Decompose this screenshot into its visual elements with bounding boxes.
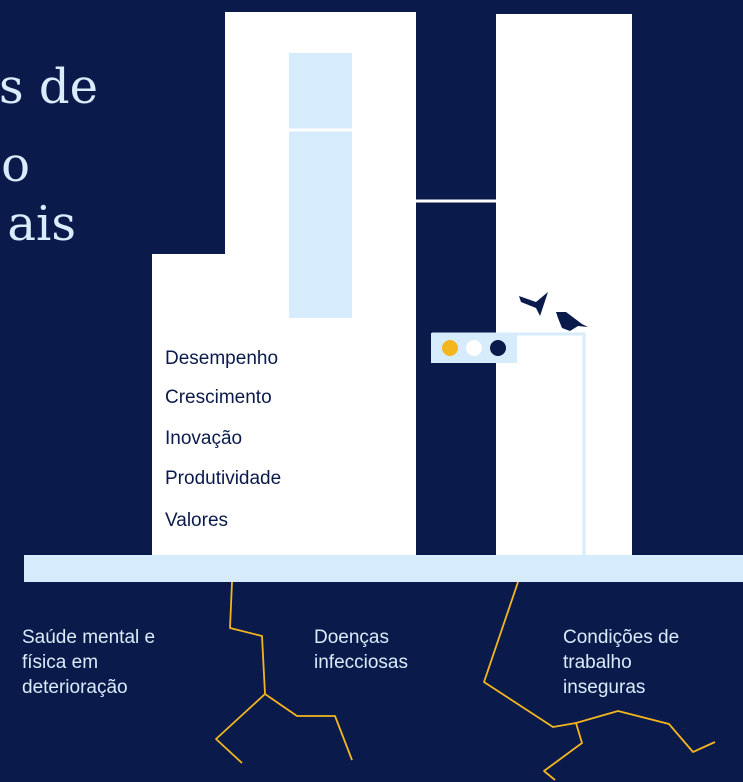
crack-right-branch <box>575 710 716 753</box>
risk-label-saude-line-1: Saúde mental e <box>22 627 156 648</box>
value-item-valores: Valores <box>165 510 229 531</box>
signal-light-white <box>466 340 482 356</box>
risk-label-doencas-line-1: Doenças <box>314 627 389 648</box>
crack-left-branch <box>264 693 353 761</box>
risk-label-saude-line-2: física em <box>22 652 99 673</box>
risk-label-condicoes-line-3: inseguras <box>563 677 646 698</box>
risk-label-condicoes: Condições de trabalho inseguras <box>563 625 679 700</box>
value-item-desempenho: Desempenho <box>165 348 279 369</box>
crack-left <box>215 581 266 764</box>
risk-label-saude-line-3: deterioração <box>22 677 128 698</box>
signal-light-dark <box>490 340 506 356</box>
right-building <box>496 14 632 555</box>
risk-label-doencas: Doenças infecciosas <box>314 625 408 675</box>
risk-label-saude: Saúde mental e física em deterioração <box>22 625 155 700</box>
value-item-crescimento: Crescimento <box>165 387 272 408</box>
window-strip <box>289 53 352 318</box>
bird-perched-icon <box>556 312 588 331</box>
title-line-2: o <box>1 137 30 193</box>
title-line-1: s de <box>0 59 98 115</box>
risk-label-doencas-line-2: infecciosas <box>314 652 408 673</box>
risk-label-condicoes-line-2: trabalho <box>563 652 632 673</box>
title-line-3: ais <box>7 196 76 252</box>
ground-slab <box>24 555 743 582</box>
risk-label-condicoes-line-1: Condições de <box>563 627 680 648</box>
value-item-produtividade: Produtividade <box>165 468 282 489</box>
cracks <box>215 581 716 781</box>
signal-light-yellow <box>442 340 458 356</box>
bird-flying-icon <box>519 292 548 316</box>
value-item-inovacao: Inovação <box>165 428 243 449</box>
